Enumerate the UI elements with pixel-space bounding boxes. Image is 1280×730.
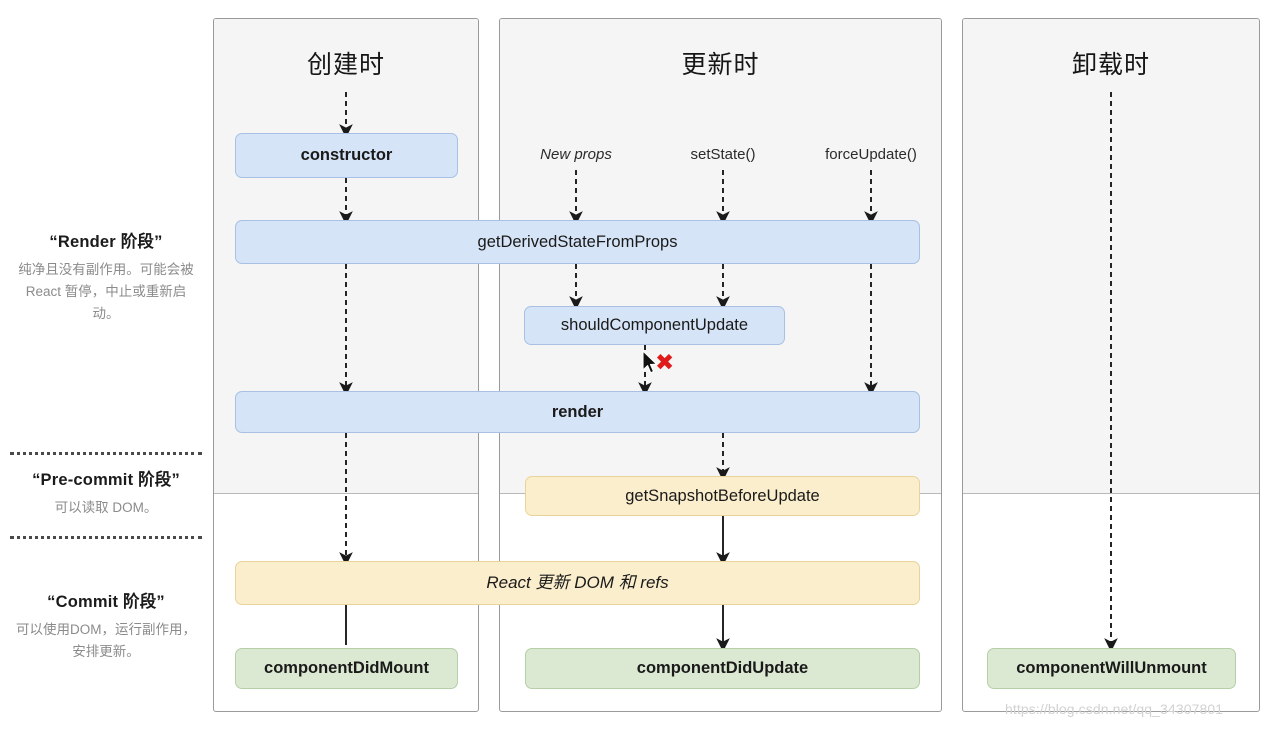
legend-title-commit: “Commit 阶段” (47, 593, 165, 611)
skip-render-x-icon: ✖ (655, 350, 675, 376)
trigger-force-update: forceUpdate() (825, 146, 917, 163)
box-component-did-update[interactable]: componentDidUpdate (525, 648, 920, 689)
box-get-snapshot-before-update[interactable]: getSnapshotBeforeUpdate (525, 476, 920, 516)
box-react-updates-dom[interactable]: React 更新 DOM 和 refs (235, 561, 920, 605)
box-render[interactable]: render (235, 391, 920, 433)
legend-section-precommit: “Pre-commit 阶段” 可以读取 DOM。 (0, 466, 212, 519)
legend-divider-top (10, 452, 202, 455)
phase-legend: “Render 阶段” 纯净且没有副作用。可能会被 React 暂停，中止或重新… (0, 0, 212, 730)
box-component-did-mount[interactable]: componentDidMount (235, 648, 458, 689)
panel-updating-title: 更新时 (681, 51, 760, 79)
legend-desc-precommit: 可以读取 DOM。 (54, 500, 158, 515)
legend-desc-commit: 可以使用DOM，运行副作用，安排更新。 (16, 622, 196, 659)
legend-title-render: “Render 阶段” (49, 233, 163, 251)
source-watermark: https://blog.csdn.net/qq_34307801 (1005, 701, 1224, 717)
panel-mounting: 创建时 (213, 18, 479, 712)
box-constructor[interactable]: constructor (235, 133, 458, 178)
box-component-will-unmount[interactable]: componentWillUnmount (987, 648, 1236, 689)
legend-desc-render: 纯净且没有副作用。可能会被 React 暂停，中止或重新启动。 (18, 262, 194, 321)
panel-unmounting-title: 卸载时 (1071, 51, 1150, 79)
mouse-cursor-icon (642, 350, 658, 374)
panel-updating: 更新时 (499, 18, 942, 712)
legend-title-precommit: “Pre-commit 阶段” (32, 471, 180, 489)
legend-section-render: “Render 阶段” 纯净且没有副作用。可能会被 React 暂停，中止或重新… (0, 228, 212, 325)
panel-unmounting: 卸载时 (962, 18, 1260, 712)
box-should-component-update[interactable]: shouldComponentUpdate (524, 306, 785, 345)
panel-unmounting-shade (963, 19, 1259, 494)
panel-mounting-title: 创建时 (306, 51, 385, 79)
box-get-derived-state-from-props[interactable]: getDerivedStateFromProps (235, 220, 920, 264)
legend-divider-bottom (10, 536, 202, 539)
legend-section-commit: “Commit 阶段” 可以使用DOM，运行副作用，安排更新。 (0, 588, 212, 663)
trigger-new-props: New props (540, 146, 612, 163)
trigger-set-state: setState() (690, 146, 756, 163)
